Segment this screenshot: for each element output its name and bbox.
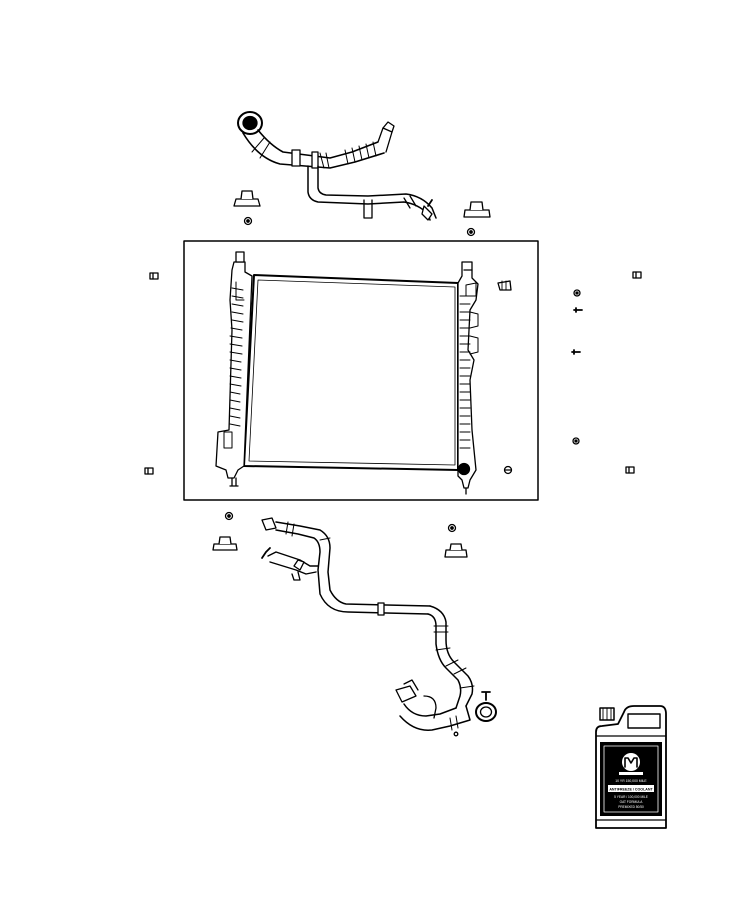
jug-label-line-2: ANTIFREEZE / COOLANT (609, 788, 653, 792)
jug-label-line-1: 10 YR 150,000 MILE (615, 779, 647, 783)
mopar-logo (622, 753, 640, 771)
isolator-bushing-icon (212, 511, 238, 551)
isolator-bushing-icon (463, 201, 491, 237)
jug-label-line-4: OAT FORMULA (620, 800, 644, 804)
isolator-bushing-icon (444, 523, 468, 558)
clip-icon (149, 272, 159, 280)
coolant-jug-icon: 10 YR 150,000 MILE ANTIFREEZE / COOLANT … (595, 705, 667, 829)
isolator-bushing-icon (233, 190, 261, 226)
radiator-callout-frame (183, 240, 539, 501)
clip-icon (625, 466, 635, 474)
nut-icon (572, 437, 580, 445)
lower-radiator-hose-icon (261, 517, 497, 737)
jug-label-line-3: 5 YEAR / 100,000 MILE (614, 795, 648, 799)
clip-icon (144, 467, 154, 475)
bolt-icon (571, 349, 581, 355)
upper-radiator-hose-icon (237, 111, 437, 221)
bolt-icon (573, 307, 583, 313)
clip-icon (632, 271, 642, 279)
jug-label-line-5: PREMIXED 50/50 (618, 805, 644, 809)
radiator-core-icon (215, 251, 513, 495)
nut-icon (573, 289, 581, 297)
